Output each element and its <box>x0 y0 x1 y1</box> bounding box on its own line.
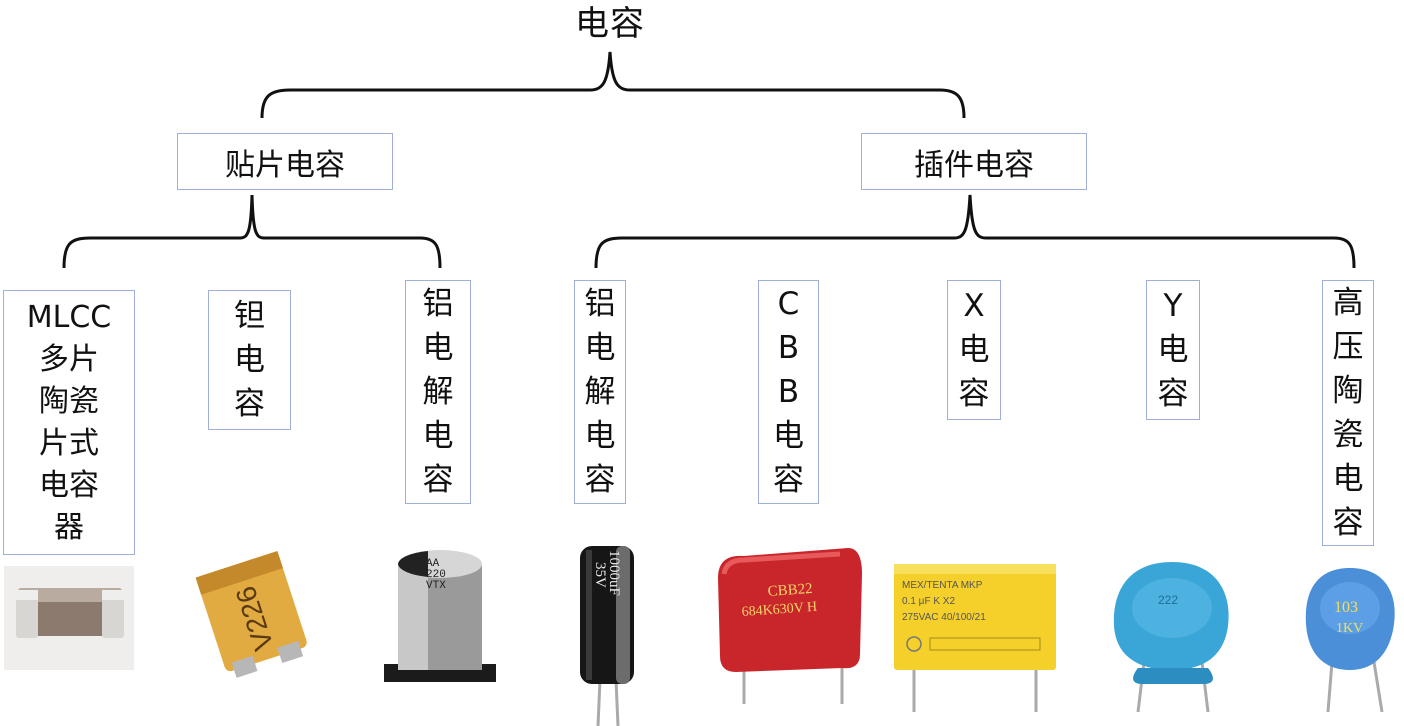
left-brace <box>62 194 442 269</box>
type-label-line: 电容 <box>39 467 99 503</box>
type-label-line: B <box>777 330 800 366</box>
type-label-line: 片式 <box>39 425 99 461</box>
x-cap-marking-1: MEX/TENTA MKP <box>902 580 983 591</box>
type-label-line: 铝 <box>422 286 454 322</box>
top-brace <box>260 51 966 119</box>
hv-ceramic-capacitor-image: 103 1KV <box>1305 568 1395 712</box>
type-label-line: 瓷 <box>1332 417 1364 453</box>
category-smd-label: 贴片电容 <box>225 147 345 183</box>
type-label-line: 容 <box>1332 505 1364 541</box>
smd-aluminum-marking-2: 220 <box>426 569 446 581</box>
electrolytic-voltage: 35V <box>592 562 608 588</box>
category-smd-box: 贴片电容 <box>177 133 393 190</box>
hv-ceramic-marking-2: 1KV <box>1336 621 1363 636</box>
electrolytic-capacitance: 1000uF <box>606 550 622 596</box>
type-label-line: 电 <box>773 418 804 454</box>
type-label-line: 铝 <box>584 286 616 322</box>
type-label-line: 电 <box>958 332 990 368</box>
type-mlcc-box: MLCC 多片 陶瓷 片式 电容 器 <box>3 290 135 555</box>
y-capacitor-image: 222 <box>1113 562 1229 712</box>
type-label-line: 容 <box>1157 376 1189 412</box>
type-label-line: 陶 <box>1332 373 1364 409</box>
type-label-line: MLCC <box>26 299 112 335</box>
type-label-line: 钽 <box>234 298 265 334</box>
type-label-line: 电 <box>584 330 616 366</box>
type-label-line: 电 <box>422 418 454 454</box>
x-cap-marking-3: 275VAC 40/100/21 <box>902 612 986 623</box>
type-label-line: 容 <box>773 462 804 498</box>
tantalum-capacitor-image: V226 <box>195 551 307 678</box>
type-y-cap-box: Y 电 容 <box>1146 280 1200 420</box>
mlcc-chip-image <box>4 566 134 670</box>
x-cap-marking-2: 0.1 μF K X2 <box>902 596 955 607</box>
smd-aluminum-capacitor-image: AA 220 VTX <box>384 550 496 682</box>
type-label-line: 容 <box>958 376 990 412</box>
type-tantalum-box: 钽 电 容 <box>208 290 291 430</box>
type-label-line: 电 <box>1157 332 1189 368</box>
type-label-line: 电 <box>584 418 616 454</box>
cbb-capacitor-image: CBB22 684K630V H <box>718 548 862 704</box>
type-label-line: 容 <box>422 462 454 498</box>
type-label-line: 电 <box>422 330 454 366</box>
type-cbb-box: C B B 电 容 <box>758 280 819 504</box>
y-cap-marking: 222 <box>1158 593 1178 607</box>
type-smd-aluminum-box: 铝 电 解 电 容 <box>405 280 471 504</box>
type-label-line: 解 <box>422 374 454 410</box>
smd-aluminum-marking-1: AA <box>426 558 440 570</box>
type-label-line: 电 <box>1332 461 1364 497</box>
type-label-line: 容 <box>234 386 265 422</box>
hv-ceramic-marking-1: 103 <box>1334 599 1358 616</box>
type-hv-ceramic-box: 高 压 陶 瓷 电 容 <box>1322 280 1374 546</box>
aluminum-electrolytic-image: 35V 1000uF <box>580 546 634 726</box>
type-label-line: 电 <box>234 342 265 378</box>
smd-aluminum-marking-3: VTX <box>426 580 446 592</box>
type-label-line: 多片 <box>39 341 99 377</box>
type-label-line: 器 <box>54 509 84 545</box>
type-label-line: B <box>777 374 800 410</box>
type-label-line: 陶瓷 <box>39 383 99 419</box>
type-label-line: 高 <box>1332 285 1364 321</box>
type-label-line: X <box>963 288 985 324</box>
cbb-marking-2: 684K630V H <box>741 600 817 620</box>
type-aluminum-electrolytic-box: 铝 电 解 电 容 <box>574 280 626 504</box>
type-x-cap-box: X 电 容 <box>947 280 1001 420</box>
type-label-line: 容 <box>584 462 616 498</box>
type-label-line: C <box>777 286 800 322</box>
type-label-line: 解 <box>584 374 616 410</box>
category-through-hole-label: 插件电容 <box>914 147 1034 183</box>
category-through-hole-box: 插件电容 <box>861 133 1087 190</box>
x-capacitor-image: MEX/TENTA MKP 0.1 μF K X2 275VAC 40/100/… <box>894 564 1056 712</box>
diagram-title: 电容 <box>575 4 645 44</box>
cbb-marking-1: CBB22 <box>767 581 813 600</box>
type-label-line: 压 <box>1332 329 1364 365</box>
type-label-line: Y <box>1163 288 1183 324</box>
right-brace <box>594 194 1356 269</box>
